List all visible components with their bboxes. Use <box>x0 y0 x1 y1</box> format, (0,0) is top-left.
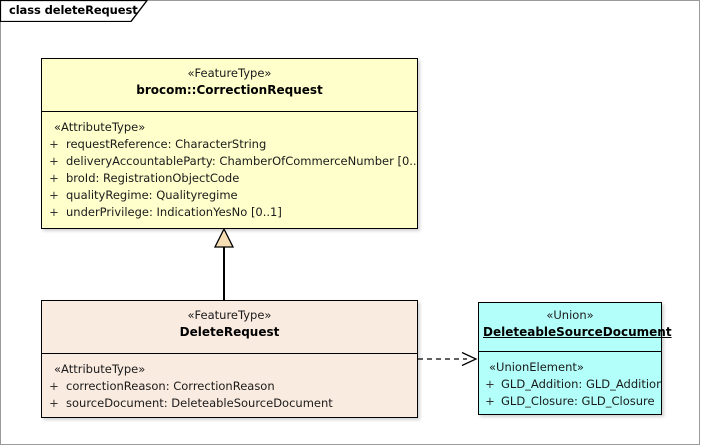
compartment-divider <box>479 351 661 352</box>
attribute-label: underPrivilege: IndicationYesNo [0..1] <box>66 205 282 219</box>
attribute-label: correctionReason: CorrectionReason <box>66 379 275 393</box>
dashed-arrow-icon <box>418 351 478 367</box>
class-header-correction-request: «FeatureType» brocom::CorrectionRequest <box>42 59 417 111</box>
attribute-row[interactable]: + requestReference: CharacterString <box>42 136 417 153</box>
frame-tab-shape <box>0 0 148 22</box>
visibility-marker: + <box>49 171 59 185</box>
attribute-row[interactable]: + deliveryAccountableParty: ChamberOfCom… <box>42 153 417 170</box>
attribute-label: sourceDocument: DeleteableSourceDocument <box>66 396 333 410</box>
dependency-connector[interactable] <box>418 351 478 367</box>
class-box-deleteable-source-document[interactable]: «Union» DeleteableSourceDocument «UnionE… <box>478 302 672 416</box>
visibility-marker: + <box>49 379 59 393</box>
diagram-frame-tab: class deleteRequest <box>0 0 148 22</box>
attribute-label: GLD_Addition: GLD_Addition <box>501 377 661 391</box>
compartment-divider <box>42 353 417 354</box>
attribute-compartment-union: «UnionElement» + GLD_Addition: GLD_Addit… <box>479 352 661 416</box>
visibility-marker: + <box>49 205 59 219</box>
stereotype-label: «FeatureType» <box>187 308 272 322</box>
attribute-row[interactable]: + qualityRegime: Qualityregime <box>42 187 417 204</box>
stereotype-label: «FeatureType» <box>187 66 272 80</box>
generalization-line[interactable] <box>223 247 225 300</box>
class-header-union: «Union» DeleteableSourceDocument <box>479 303 672 351</box>
attribute-row[interactable]: + GLD_Addition: GLD_Addition <box>479 376 661 393</box>
hollow-triangle-icon <box>213 227 235 248</box>
attribute-compartment-correction-request: «AttributeType» + requestReference: Char… <box>42 112 417 227</box>
visibility-marker: + <box>49 154 59 168</box>
stereotype-label: «Union» <box>546 308 594 322</box>
class-box-correction-request[interactable]: «FeatureType» brocom::CorrectionRequest … <box>41 58 418 229</box>
attribute-row[interactable]: + broId: RegistrationObjectCode <box>42 170 417 187</box>
class-box-delete-request[interactable]: «FeatureType» DeleteRequest «AttributeTy… <box>41 300 418 418</box>
frame-tab-label: class deleteRequest <box>9 3 138 17</box>
attribute-compartment-delete-request: «AttributeType» + correctionReason: Corr… <box>42 354 417 418</box>
attribute-label: broId: RegistrationObjectCode <box>66 171 240 185</box>
class-name-label: DeleteRequest <box>179 325 280 339</box>
attribute-row[interactable]: + underPrivilege: IndicationYesNo [0..1] <box>42 204 417 221</box>
attribute-row[interactable]: + sourceDocument: DeleteableSourceDocume… <box>42 395 417 412</box>
attribute-row[interactable]: + correctionReason: CorrectionReason <box>42 378 417 395</box>
compartment-stereotype-label: «AttributeType» <box>54 120 146 134</box>
visibility-marker: + <box>49 396 59 410</box>
attribute-row[interactable]: + GLD_Closure: GLD_Closure <box>479 393 661 410</box>
attribute-label: requestReference: CharacterString <box>66 137 267 151</box>
class-header-delete-request: «FeatureType» DeleteRequest <box>42 301 417 353</box>
visibility-marker: + <box>49 137 59 151</box>
attribute-label: qualityRegime: Qualityregime <box>66 188 238 202</box>
class-name-label: DeleteableSourceDocument <box>483 325 672 339</box>
attribute-label: deliveryAccountableParty: ChamberOfComme… <box>66 154 417 168</box>
compartment-divider <box>42 111 417 112</box>
compartment-stereotype-label: «UnionElement» <box>489 360 584 374</box>
visibility-marker: + <box>485 394 495 408</box>
visibility-marker: + <box>485 377 495 391</box>
class-name-label: brocom::CorrectionRequest <box>136 83 323 97</box>
compartment-stereotype-label: «AttributeType» <box>54 362 146 376</box>
generalization-arrowhead-icon[interactable] <box>213 227 235 248</box>
attribute-label: GLD_Closure: GLD_Closure <box>501 394 655 408</box>
visibility-marker: + <box>49 188 59 202</box>
